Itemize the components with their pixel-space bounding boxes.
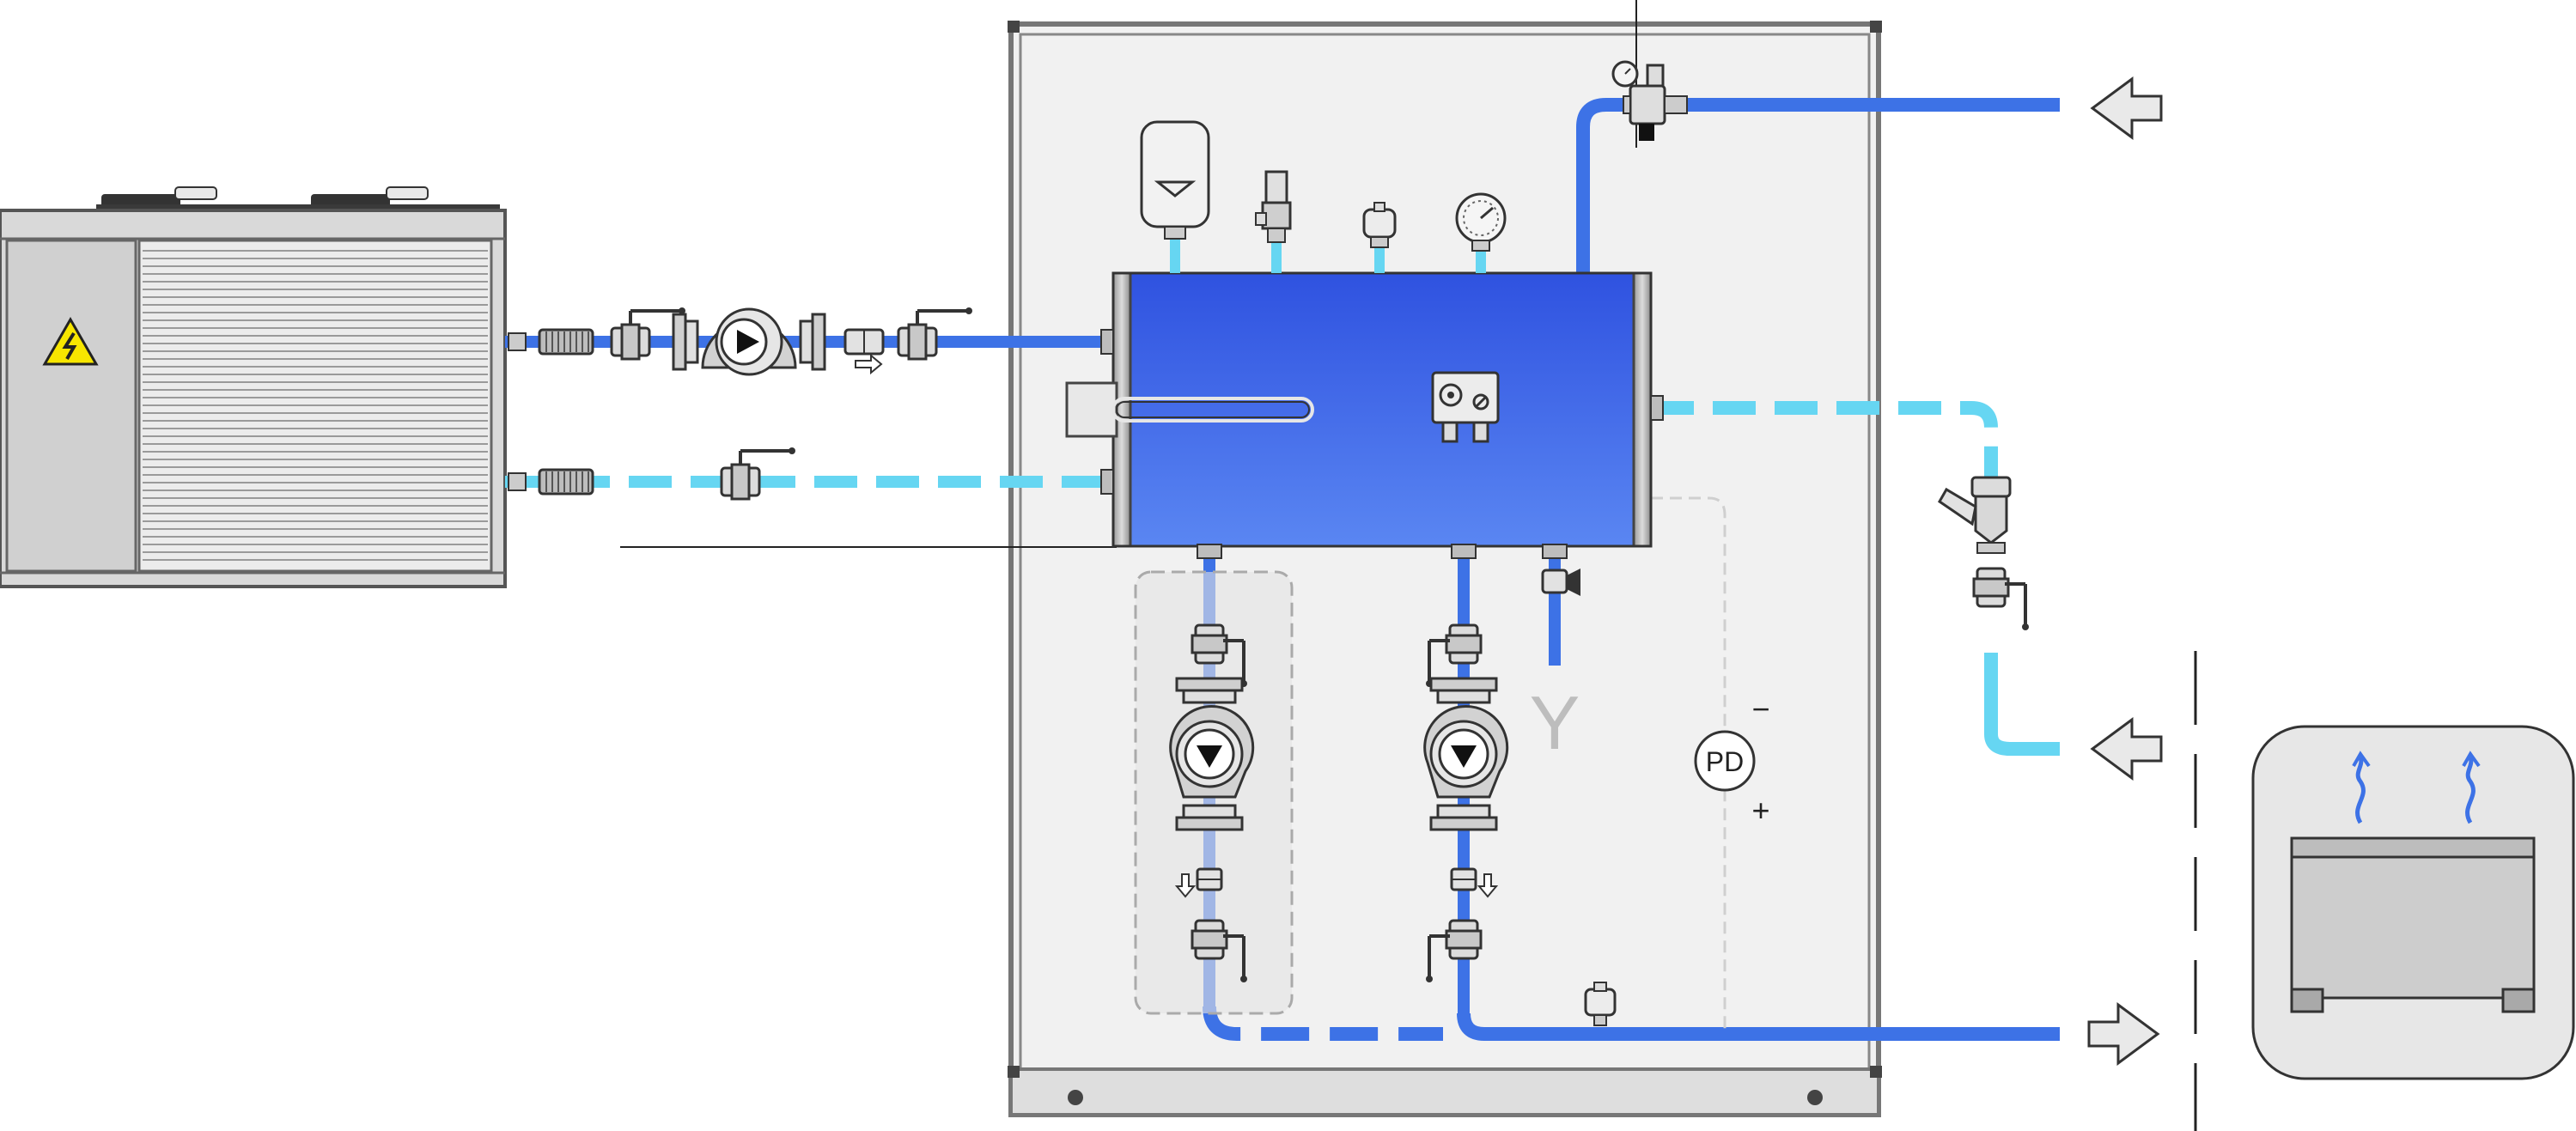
primary-circuit-fittings <box>508 306 974 501</box>
buffer-tank <box>1065 271 1664 559</box>
filling-group <box>1611 60 1688 141</box>
pressure-gauge-icon <box>1455 192 1507 273</box>
flexible-hose-supply <box>538 328 594 356</box>
flow-direction-arrow-icon <box>1477 873 1499 898</box>
pd-minus-label: − <box>1751 691 1769 727</box>
heat-emitter-unit <box>2251 725 2575 1080</box>
flow-direction-arrow-icon <box>2087 1002 2160 1066</box>
pd-label: PD <box>1706 746 1744 777</box>
pump-branch-2 <box>1423 623 1509 984</box>
heat-wave-icon <box>2352 751 2371 824</box>
differential-pressure-sensor: PD − + <box>1651 496 1770 1034</box>
condenser-louvers <box>143 250 488 561</box>
safety-valve <box>1255 170 1292 273</box>
check-valve <box>843 328 885 356</box>
thermostat-control-box <box>1431 371 1500 443</box>
expansion-vessel <box>1140 120 1210 273</box>
flow-direction-arrow-icon <box>855 353 883 375</box>
pd-plus-label: + <box>1751 793 1769 828</box>
primary-circulation-pump <box>672 307 826 376</box>
immersion-heater-housing <box>1065 381 1118 438</box>
flow-direction-arrow-icon <box>1174 873 1197 898</box>
flexible-hose-return <box>538 468 594 496</box>
heat-pump-unit <box>0 186 507 588</box>
flow-direction-arrow-icon <box>2090 76 2163 140</box>
pump-branch-1 <box>1169 623 1255 984</box>
high-voltage-warning-icon <box>42 316 99 366</box>
small-expansion-vessel <box>1584 982 1617 1026</box>
y-strainer-label: Y <box>1530 680 1580 765</box>
air-vent <box>1362 202 1397 273</box>
strainer <box>1938 476 2012 554</box>
drain-valve <box>1541 569 1580 596</box>
flow-direction-arrow-icon <box>2090 717 2163 781</box>
immersion-heater-element <box>1111 397 1314 423</box>
heat-wave-icon <box>2462 751 2481 824</box>
